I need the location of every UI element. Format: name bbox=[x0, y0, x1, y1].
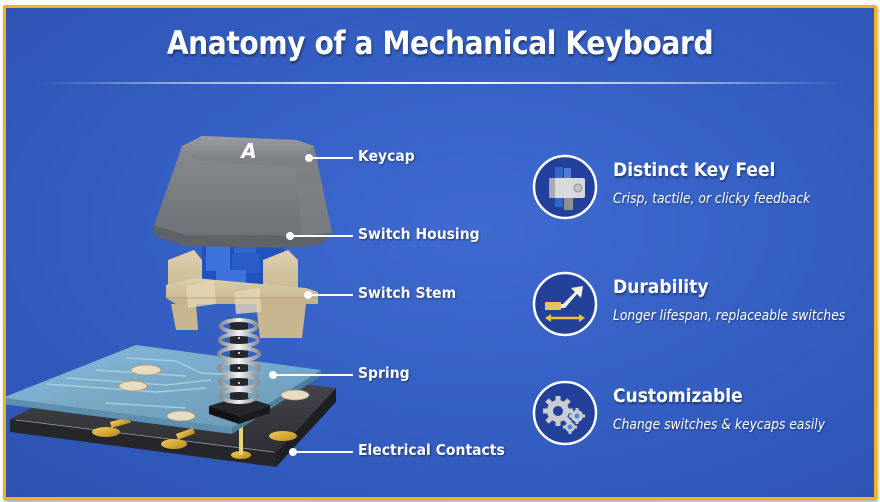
page-title: Anatomy of a Mechanical Keyboard bbox=[166, 24, 714, 62]
callout-keycap: Keycap bbox=[358, 147, 415, 165]
switch-stem-frame bbox=[166, 250, 318, 338]
feature-description: Longer lifespan, replaceable switches bbox=[613, 308, 846, 324]
feature-title: Customizable bbox=[613, 385, 743, 407]
gears-icon bbox=[531, 379, 599, 447]
feature-title: Durability bbox=[613, 276, 709, 298]
title-divider bbox=[36, 82, 844, 84]
callout-switch-stem: Switch Stem bbox=[358, 284, 457, 302]
spring bbox=[217, 318, 261, 408]
keycap: A bbox=[154, 136, 332, 248]
keycap-letter: A bbox=[239, 139, 256, 163]
switch-icon bbox=[531, 153, 599, 221]
callout-lines bbox=[269, 154, 353, 456]
callout-electrical-contacts: Electrical Contacts bbox=[358, 441, 505, 459]
feature-distinct-key-feel: Distinct Key Feel Crisp, tactile, or cli… bbox=[531, 153, 871, 229]
feature-description: Change switches & keycaps easily bbox=[613, 417, 826, 433]
feature-description: Crisp, tactile, or clicky feedback bbox=[613, 191, 811, 207]
keyboard-switch-illustration: A bbox=[6, 136, 353, 467]
gold-contacts bbox=[92, 416, 297, 459]
feature-durability: Durability Longer lifespan, replaceable … bbox=[531, 270, 871, 346]
callout-switch-housing: Switch Housing bbox=[358, 225, 480, 243]
callout-spring: Spring bbox=[358, 364, 410, 382]
feature-title: Distinct Key Feel bbox=[613, 159, 776, 181]
durability-arrow-icon bbox=[531, 270, 599, 338]
feature-customizable: Customizable Change switches & keycaps e… bbox=[531, 379, 871, 455]
diagram-frame: Anatomy of a Mechanical Keyboard bbox=[3, 5, 877, 500]
